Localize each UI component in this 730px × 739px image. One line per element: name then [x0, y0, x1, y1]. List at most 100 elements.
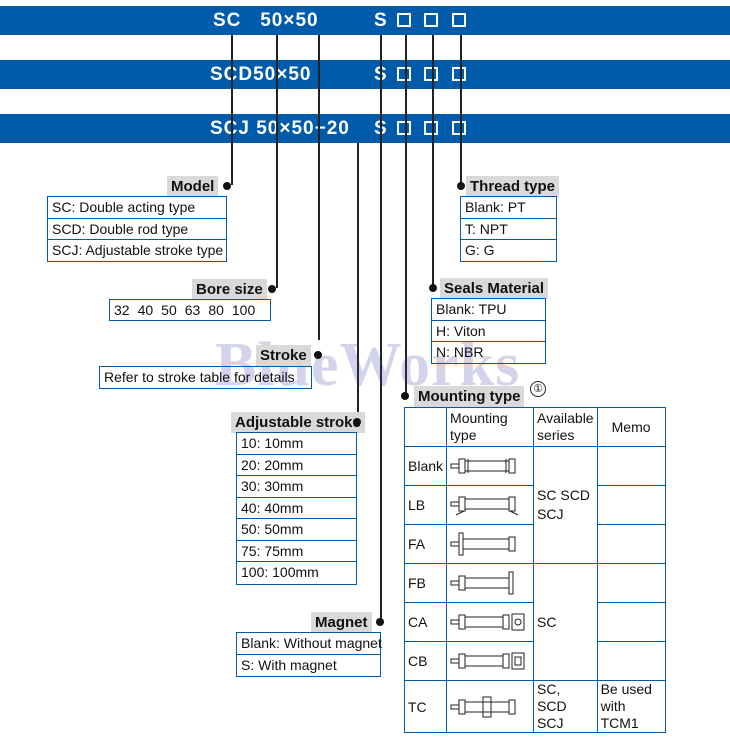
adjustable-item: 20: 20mm — [237, 455, 356, 476]
thread-item: T: NPT — [461, 219, 556, 240]
mounting-image — [446, 446, 535, 486]
model-box: SC: Double acting type SCD: Double rod t… — [47, 196, 227, 262]
mounting-corner-cell — [403, 407, 448, 447]
memo-cell — [596, 602, 666, 642]
header-memo: Memo — [596, 407, 666, 447]
connector-model — [231, 35, 233, 185]
memo-cell — [596, 641, 666, 681]
option-box-1 — [397, 67, 411, 81]
header-mounting-type: Mounting type — [446, 407, 535, 447]
magnet-title: Magnet — [311, 612, 372, 633]
bore-dot — [268, 285, 276, 293]
seals-item: Blank: TPU — [432, 299, 545, 321]
adjustable-item: 75: 75mm — [237, 541, 356, 562]
option-box-1 — [397, 121, 411, 135]
model-title: Model — [167, 176, 219, 197]
model-item: SC: Double acting type — [48, 197, 226, 219]
mounting-code: Blank — [403, 446, 448, 486]
cylinder-ca-icon — [450, 613, 525, 631]
memo-cell-tc: Be used with TCM1 — [596, 680, 666, 733]
adjustable-item: 100: 100mm — [241, 564, 319, 580]
adjustable-dot — [353, 418, 361, 426]
adjustable-title: Adjustable stroke — [231, 412, 365, 433]
option-box-3 — [452, 67, 466, 81]
memo-cell — [596, 446, 666, 486]
thread-box: Blank: PT T: NPT G: G — [460, 196, 557, 262]
code-bar-sc-suffix: S — [374, 10, 388, 31]
mounting-code: CA — [403, 602, 448, 642]
thread-dot — [457, 182, 465, 190]
mounting-code: CB — [403, 641, 448, 681]
header-available-series: Available series — [533, 407, 598, 447]
adjustable-item: 10: 10mm — [237, 433, 356, 455]
stroke-box: Refer to stroke table for details — [99, 366, 312, 389]
series-cell-3: SC, SCD SCJ — [533, 680, 598, 733]
memo-cell — [596, 563, 666, 603]
mounting-code: FB — [403, 563, 448, 603]
thread-item: Blank: PT — [461, 197, 556, 219]
option-box-1 — [397, 13, 411, 27]
stroke-note: Refer to stroke table for details — [104, 369, 295, 385]
cylinder-fa-icon — [450, 532, 516, 556]
mounting-code: LB — [403, 485, 448, 525]
code-bar-sc: SC 50×50 S — [0, 6, 730, 35]
model-dot — [223, 182, 231, 190]
mounting-image — [446, 563, 535, 603]
bore-value: 63 — [184, 302, 201, 318]
seals-item: H: Viton — [432, 321, 545, 342]
bore-title: Bore size — [192, 279, 267, 300]
seals-box: Blank: TPU H: Viton N: NBR — [431, 298, 546, 364]
magnet-item: Blank: Without magnet — [237, 633, 382, 655]
code-bar-sc-code: SC 50×50 — [213, 10, 319, 31]
mounting-code: TC — [403, 680, 448, 733]
mounting-table: Mounting type Available series Memo Blan… — [403, 407, 666, 733]
seals-dot — [429, 284, 437, 292]
code-bar-scj: SCJ 50×50−20 S — [0, 114, 730, 143]
option-box-2 — [424, 13, 438, 27]
code-bar-scd: SCD50×50 S — [0, 60, 730, 89]
model-item: SCD: Double rod type — [48, 219, 226, 240]
cylinder-blank-icon — [450, 458, 516, 474]
magnet-box: Blank: Without magnet S: With magnet — [236, 632, 382, 677]
connector-seals — [432, 35, 434, 287]
mounting-image — [446, 524, 535, 564]
connector-stroke — [318, 35, 320, 340]
option-box-2 — [424, 121, 438, 135]
bore-value: 80 — [208, 302, 224, 318]
magnet-dot — [376, 618, 384, 626]
memo-cell — [596, 524, 666, 564]
connector-bore — [276, 35, 278, 288]
stroke-title: Stroke — [256, 345, 311, 366]
adjustable-box: 10: 10mm 20: 20mm 30: 30mm 40: 40mm 50: … — [236, 432, 357, 585]
connector-adjustable — [357, 143, 359, 421]
thread-title: Thread type — [466, 176, 560, 197]
magnet-item: S: With magnet — [241, 656, 337, 673]
option-box-3 — [452, 121, 466, 135]
connector-mounting — [405, 35, 407, 396]
mounting-image — [446, 641, 535, 681]
bore-values: 32 40 50 63 80 100 — [109, 299, 271, 321]
seals-item: N: NBR — [436, 344, 484, 360]
mounting-dot — [401, 392, 409, 400]
adjustable-item: 50: 50mm — [237, 519, 356, 541]
adjustable-item: 30: 30mm — [237, 476, 356, 498]
stroke-dot — [314, 351, 322, 359]
series-cell-2: SC — [533, 563, 598, 681]
option-box-3 — [452, 13, 466, 27]
memo-cell — [596, 485, 666, 525]
bore-value: 50 — [161, 302, 177, 318]
cylinder-lb-icon — [450, 496, 519, 516]
mounting-code: FA — [403, 524, 448, 564]
cylinder-tc-icon — [450, 696, 516, 717]
bore-value: 100 — [231, 302, 256, 318]
code-bar-scd-code: SCD50×50 — [210, 64, 312, 85]
mounting-image — [446, 602, 535, 642]
adjustable-item: 40: 40mm — [237, 498, 356, 519]
connector-thread — [460, 35, 462, 185]
mounting-title: Mounting type — [414, 386, 525, 407]
series-cell-1: SC SCD SCJ — [533, 446, 598, 564]
option-box-2 — [424, 67, 438, 81]
bore-value: 32 — [114, 302, 130, 318]
cylinder-cb-icon — [450, 652, 525, 670]
note-number-icon: ① — [530, 381, 546, 397]
